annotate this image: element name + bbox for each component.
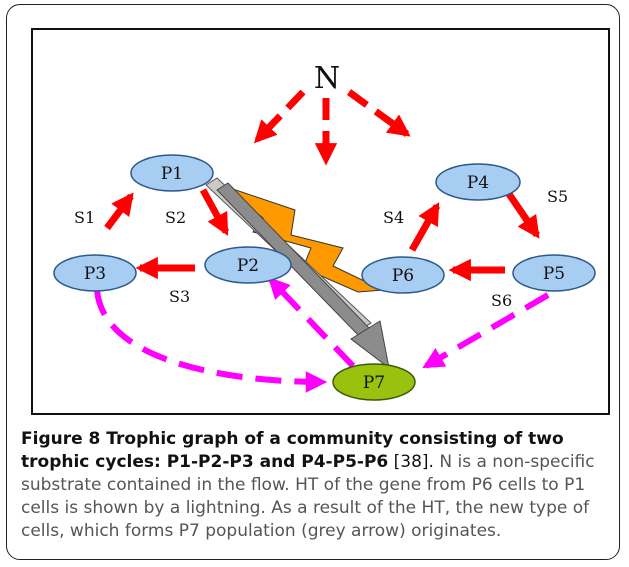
node-p7-label: P7 <box>363 373 385 393</box>
edge-label-s3: S3 <box>169 287 190 306</box>
edge-label-s1: S1 <box>74 208 95 227</box>
node-p1-label: P1 <box>161 164 183 184</box>
node-p5-label: P5 <box>543 264 565 284</box>
arrow-p3-to-p7 <box>94 289 328 393</box>
edge-label-s6: S6 <box>491 291 512 310</box>
edge-label-s5: S5 <box>547 187 568 206</box>
node-p3-label: P3 <box>84 264 106 284</box>
cycle-two-arrows <box>408 192 540 282</box>
arrow-p7-to-p2 <box>268 276 356 369</box>
node-p3: P3 <box>53 254 137 292</box>
node-p6: P6 <box>361 256 445 294</box>
node-p2: P2 <box>204 246 292 284</box>
substrate-arrow-to-p4 <box>346 89 411 137</box>
substrate-arrow-to-p1 <box>253 89 306 144</box>
node-p6-label: P6 <box>392 266 414 286</box>
node-p2-label: P2 <box>237 256 259 276</box>
figure-panel: N <box>31 28 610 415</box>
arrow-p3-to-p1 <box>104 192 134 231</box>
predation-arrows <box>94 276 550 393</box>
caption-reference: [38]. <box>388 452 434 472</box>
cycle-one-arrows <box>104 188 230 280</box>
node-p5: P5 <box>512 254 596 292</box>
arrow-p6-to-p4 <box>408 202 441 252</box>
trophic-graph: N <box>53 61 596 401</box>
substrate-arrows <box>253 89 411 166</box>
caption-title: Figure 8 Trophic graph of a community co… <box>21 429 564 472</box>
substrate-label: N <box>314 61 340 96</box>
edge-label-s4: S4 <box>383 208 404 227</box>
arrow-p4-to-p5 <box>506 192 540 239</box>
edge-label-s2: S2 <box>165 208 186 227</box>
node-p7: P7 <box>332 363 416 401</box>
arrow-p5-to-p7 <box>422 292 550 369</box>
node-p4-label: P4 <box>467 173 489 193</box>
node-p4: P4 <box>435 163 521 201</box>
figure-caption: Figure 8 Trophic graph of a community co… <box>21 428 611 543</box>
arrow-p1-to-p2 <box>199 188 230 236</box>
grey-arrow <box>205 177 390 370</box>
caption-body: N is a non-specific substrate contained … <box>21 452 595 541</box>
node-p1: P1 <box>130 154 214 192</box>
